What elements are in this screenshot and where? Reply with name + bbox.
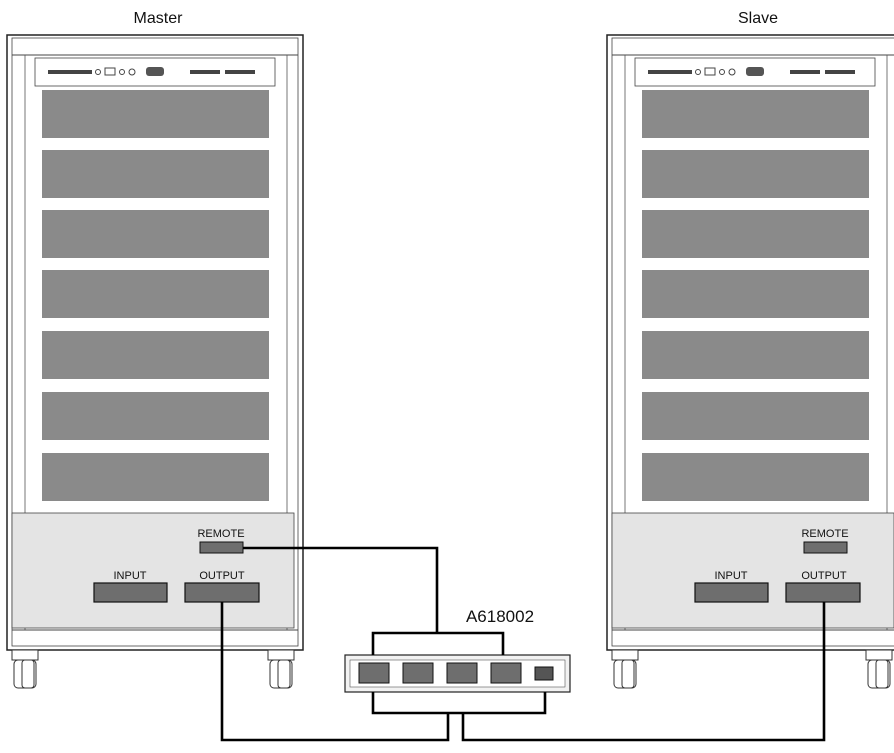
- slave-bay: [642, 453, 869, 501]
- master-input-label: INPUT: [114, 570, 147, 582]
- master-inner-frame: [11, 37, 299, 647]
- master-output-label: OUTPUT: [199, 570, 245, 582]
- slave-input-port: [694, 582, 769, 603]
- slave-input-label: INPUT: [715, 570, 748, 582]
- master-bays: [42, 90, 269, 501]
- slave-right-caster: [865, 649, 893, 689]
- adapter-top-bracket: [371, 631, 505, 655]
- slave-remote-port: [803, 541, 848, 554]
- slave-bays: [642, 90, 869, 501]
- master-input-port: [93, 582, 168, 603]
- master-left-caster: [11, 649, 39, 689]
- master-bay: [42, 210, 269, 258]
- slave-inner-frame: [611, 37, 894, 647]
- slave-bay: [642, 210, 869, 258]
- slave-control-strip-details: [648, 67, 855, 76]
- master-output-port: [184, 582, 260, 603]
- slave-lower-panel: [611, 512, 894, 629]
- master-bay: [42, 453, 269, 501]
- adapter-port: [358, 662, 390, 684]
- master-control-strip-details: [48, 67, 255, 76]
- slave-cabinet: Slave REMOTE INP: [606, 10, 894, 689]
- master-right-caster: [267, 649, 295, 689]
- adapter-port: [446, 662, 478, 684]
- master-bay: [42, 392, 269, 440]
- master-bay: [42, 150, 269, 198]
- adapter-port: [402, 662, 434, 684]
- adapter-part-number: A618002: [466, 607, 534, 626]
- wire-master-output: [220, 602, 450, 742]
- master-lower-panel: [11, 512, 295, 629]
- slave-bay: [642, 270, 869, 318]
- wiring: [220, 546, 826, 742]
- slave-output-port: [785, 582, 861, 603]
- slave-bay: [642, 331, 869, 379]
- adapter-small-port: [534, 666, 554, 681]
- wire-master-remote: [243, 546, 439, 633]
- slave-remote-label: REMOTE: [801, 528, 848, 540]
- adapter-bottom-bracket: [371, 692, 547, 715]
- master-bay: [42, 270, 269, 318]
- slave-bay: [642, 90, 869, 138]
- slave-output-label: OUTPUT: [801, 570, 847, 582]
- slave-left-caster: [611, 649, 639, 689]
- adapter-port: [490, 662, 522, 684]
- slave-bay: [642, 150, 869, 198]
- master-remote-port: [199, 541, 244, 554]
- master-bay: [42, 331, 269, 379]
- master-title: Master: [134, 10, 184, 27]
- slave-bay: [642, 392, 869, 440]
- master-cabinet: Master: [6, 10, 304, 689]
- master-bay: [42, 90, 269, 138]
- wire-slave-output: [461, 602, 826, 742]
- adapter-ports: [358, 662, 554, 684]
- adapter-a618002: A618002: [344, 607, 571, 693]
- slave-title: Slave: [738, 10, 778, 27]
- master-remote-label: REMOTE: [197, 528, 244, 540]
